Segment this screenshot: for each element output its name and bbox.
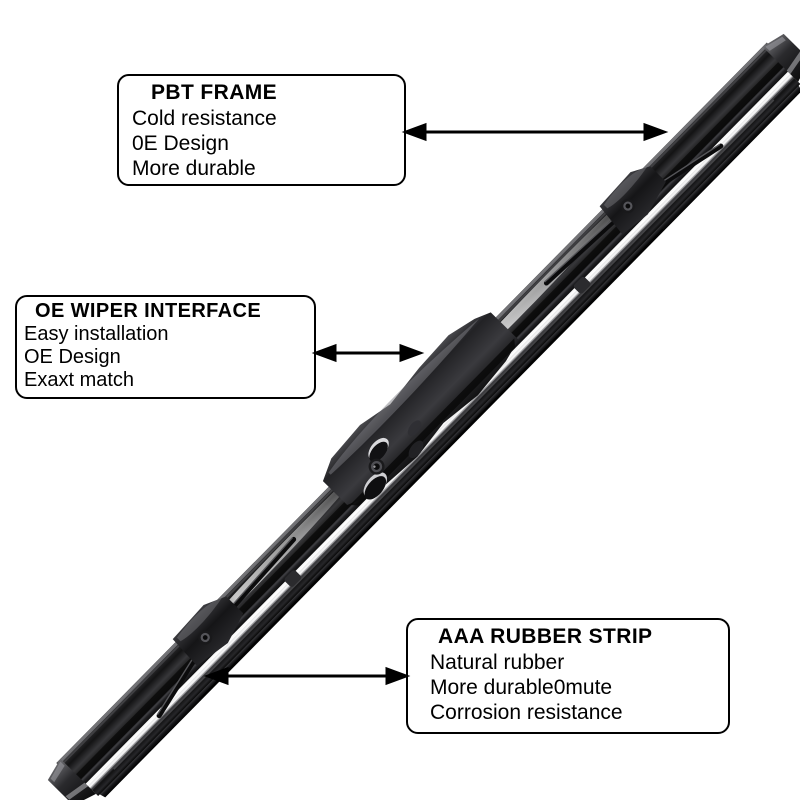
callout-aaa-rubber-strip-line-1: Natural rubber — [430, 651, 565, 674]
callout-pbt-frame: PBT FRAME Cold resistance 0E Design More… — [117, 74, 406, 186]
callout-oe-wiper-interface-line-2: OE Design — [24, 346, 121, 368]
callout-pbt-frame-line-2: 0E Design — [132, 132, 229, 155]
oe-wiper-interface-connector — [322, 312, 519, 506]
callout-oe-wiper-interface: OE WIPER INTERFACE Easy installation OE … — [15, 295, 316, 399]
metal-spine-rail — [82, 68, 797, 793]
wiper-blade-assembly — [47, 33, 800, 800]
blade-end-cap-left — [47, 758, 97, 800]
rail-clip — [284, 276, 591, 587]
rubber-strip — [91, 76, 800, 798]
callout-oe-wiper-interface-line-1: Easy installation — [24, 323, 169, 345]
callout-pbt-frame-title: PBT FRAME — [151, 81, 278, 104]
blade-end-cap-right — [762, 33, 800, 82]
callout-oe-wiper-interface-line-3: Exaxt match — [24, 369, 135, 391]
end-bracket-right — [599, 166, 666, 235]
callout-oe-wiper-interface-title: OE WIPER INTERFACE — [35, 300, 262, 322]
callout-aaa-rubber-strip: AAA RUBBER STRIP Natural rubber More dur… — [406, 618, 730, 734]
callout-aaa-rubber-strip-line-2: More durable0mute — [430, 676, 613, 699]
callout-pbt-frame-line-3: More durable — [132, 157, 256, 180]
callout-aaa-rubber-strip-title: AAA RUBBER STRIP — [438, 625, 653, 648]
end-bracket-left — [172, 596, 244, 666]
callout-aaa-rubber-strip-line-3: Corrosion resistance — [430, 701, 623, 724]
callout-pbt-frame-line-1: Cold resistance — [132, 107, 277, 130]
